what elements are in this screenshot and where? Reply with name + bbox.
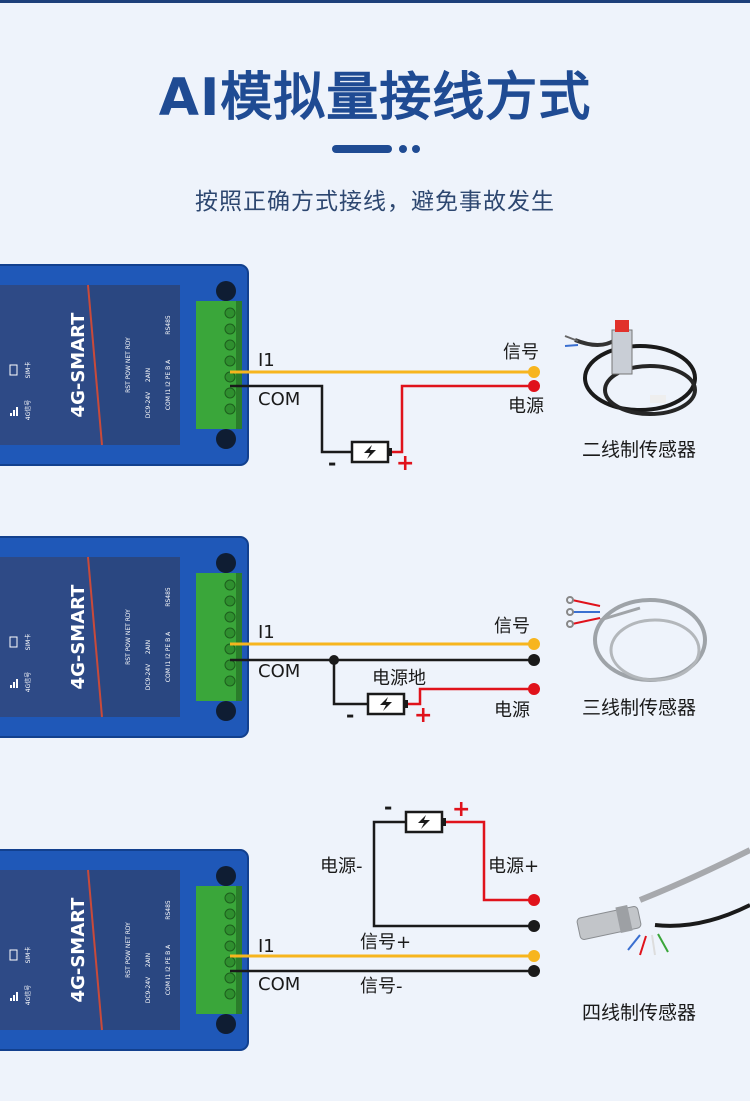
signal-plus-terminal-dot: [528, 950, 540, 962]
top-border-line: [0, 0, 750, 3]
signal-minus-label: 信号-: [360, 976, 403, 997]
signal-label: 信号: [494, 616, 530, 637]
signal-bars-icon: [10, 407, 18, 416]
battery-icon: [366, 692, 410, 716]
rs485-label: RS485: [165, 900, 172, 920]
sim-icon: [9, 949, 18, 961]
signal-terminal-dot: [528, 638, 540, 650]
ain-label: 2AIN: [145, 368, 152, 382]
signal-indicator-label: 4G信号: [24, 672, 32, 692]
signal-bars-icon: [10, 992, 18, 1001]
terminal-i1-label: I1: [258, 936, 275, 957]
sensor-label: 四线制传感器: [582, 1002, 696, 1024]
device-model-label: 4G-SMART: [68, 312, 89, 418]
power-label: DC9-24V: [145, 663, 152, 690]
section-two-wire: 4G-SMART RST POW NET RDY RS485 COM I1 I2…: [0, 264, 697, 476]
com-terminal-dot: [528, 654, 540, 666]
terminal-i1-label: I1: [258, 350, 275, 371]
plus-sign: +: [452, 797, 470, 822]
four-wire-sensor-image: [576, 847, 750, 956]
device-module: 4G-SMART RST POW NET RDY RS485 COM I1 I2…: [0, 849, 249, 1051]
signal-label: 信号: [503, 342, 539, 363]
power-label: DC9-24V: [145, 391, 152, 418]
terminal-labels: COM I1 I2 PE B A: [165, 944, 172, 995]
power-minus-label: 电源-: [320, 856, 363, 877]
page-title: AI模拟量接线方式: [158, 68, 592, 128]
device-model-label: 4G-SMART: [68, 897, 89, 1003]
power-label: DC9-24V: [145, 976, 152, 1003]
sim-card-label: SIM卡: [24, 634, 32, 651]
power-wire: [390, 384, 534, 454]
section-four-wire: 4G-SMART RST POW NET RDY RS485 COM I1 I2…: [0, 795, 750, 1051]
rs485-label: RS485: [165, 587, 172, 607]
device-module: 4G-SMART RST POW NET RDY RS485 COM I1 I2…: [0, 536, 249, 738]
plus-sign: +: [396, 451, 414, 476]
sim-card-label: SIM卡: [24, 947, 32, 964]
ground-label: 电源地: [372, 668, 426, 689]
power-label: 电源: [508, 396, 544, 417]
signal-indicator-label: 4G信号: [24, 985, 32, 1005]
plus-sign: +: [414, 703, 432, 728]
terminal-labels: COM I1 I2 PE B A: [165, 631, 172, 682]
ain-label: 2AIN: [145, 640, 152, 654]
power-plus-terminal-dot: [528, 894, 540, 906]
sim-icon: [9, 636, 18, 648]
led-labels: RST POW NET RDY: [125, 337, 132, 393]
device-model-label: 4G-SMART: [68, 584, 89, 690]
power-wire: [406, 687, 534, 706]
sensor-label: 三线制传感器: [582, 697, 696, 719]
power-plus-label: 电源+: [488, 856, 539, 877]
rs485-label: RS485: [165, 315, 172, 335]
two-wire-sensor-image: [564, 320, 697, 416]
terminal-i1-label: I1: [258, 622, 275, 643]
sim-card-label: SIM卡: [24, 362, 32, 379]
terminal-labels: COM I1 I2 PE B A: [165, 359, 172, 410]
power-plus-wire: [444, 820, 534, 902]
sim-icon: [9, 364, 18, 376]
power-terminal-dot: [528, 683, 540, 695]
ain-label: 2AIN: [145, 953, 152, 967]
com-wire: [230, 384, 352, 454]
sensor-label: 二线制传感器: [582, 439, 696, 461]
section-three-wire: 4G-SMART RST POW NET RDY RS485 COM I1 I2…: [0, 536, 707, 738]
power-terminal-dot: [528, 380, 540, 392]
com-label: COM: [258, 974, 300, 995]
power-minus-wire: [372, 820, 534, 928]
led-labels: RST POW NET RDY: [125, 922, 132, 978]
com-label: COM: [258, 389, 300, 410]
signal-bars-icon: [10, 679, 18, 688]
signal-minus-terminal-dot: [528, 965, 540, 977]
signal-terminal-dot: [528, 366, 540, 378]
power-minus-terminal-dot: [528, 920, 540, 932]
page-subtitle: 按照正确方式接线，避免事故发生: [195, 189, 555, 215]
minus-sign: -: [328, 451, 336, 475]
signal-indicator-label: 4G信号: [24, 400, 32, 420]
battery-icon: [350, 440, 394, 464]
battery-icon: [404, 810, 448, 834]
led-labels: RST POW NET RDY: [125, 609, 132, 665]
minus-sign: -: [384, 795, 392, 819]
power-label: 电源: [494, 700, 530, 721]
minus-sign: -: [346, 703, 354, 727]
ground-wire: [332, 660, 368, 706]
device-module: 4G-SMART RST POW NET RDY RS485 COM I1 I2…: [0, 264, 249, 466]
signal-plus-label: 信号+: [360, 932, 411, 953]
com-label: COM: [258, 661, 300, 682]
three-wire-sensor-image: [566, 596, 707, 682]
